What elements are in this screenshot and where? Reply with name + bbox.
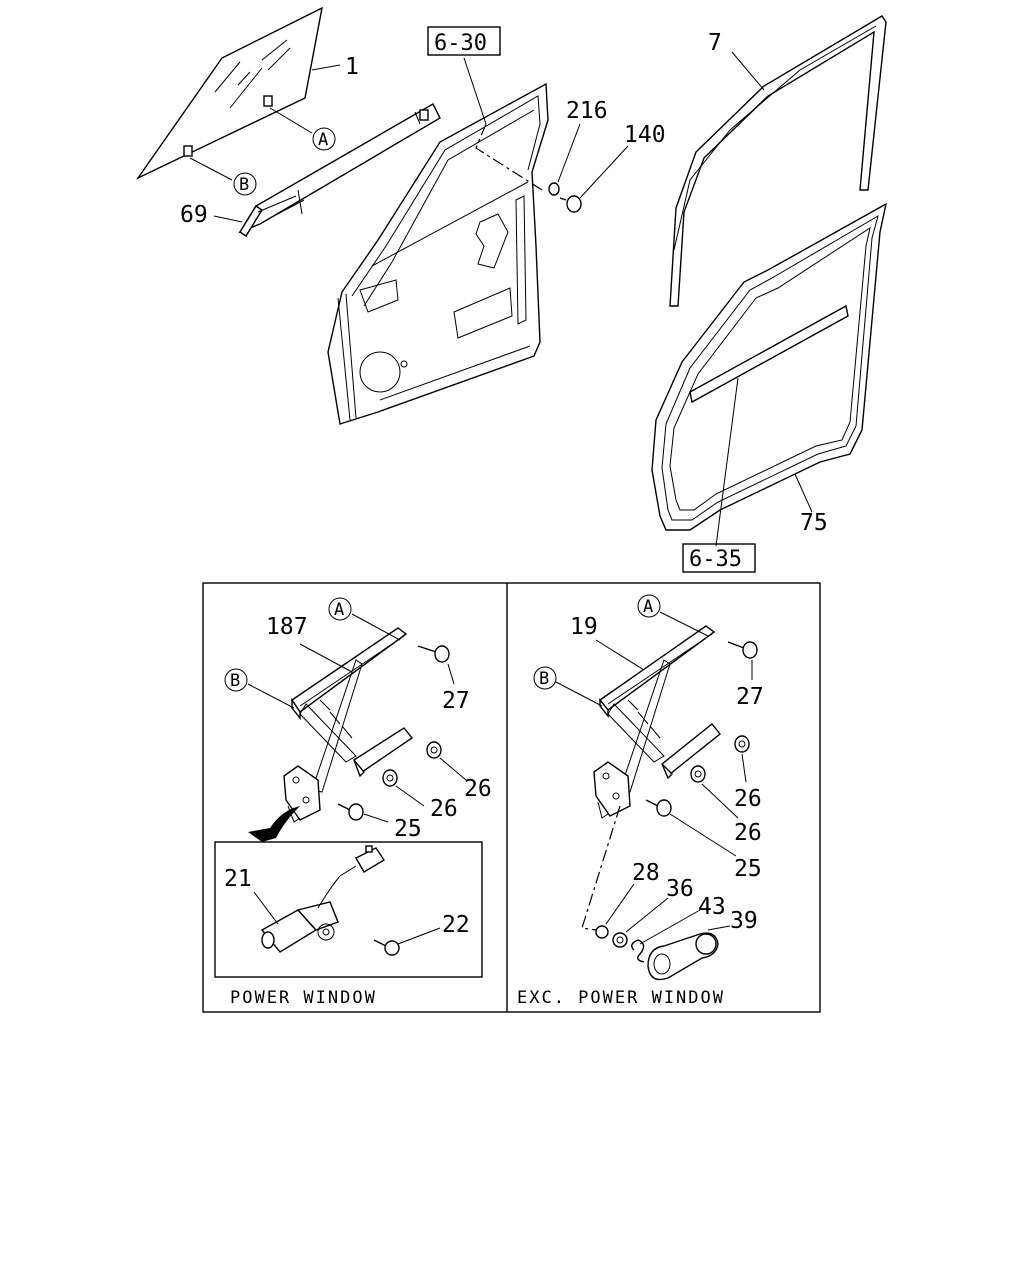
callout-washer-216: 216 bbox=[566, 98, 608, 124]
callout-pw-bolt-25: 25 bbox=[394, 816, 422, 842]
callout-mw-bolt-25: 25 bbox=[734, 856, 762, 882]
panel-label-power-window: POWER WINDOW bbox=[230, 988, 377, 1008]
run-channel bbox=[669, 15, 887, 307]
callout-mw-washer-28: 28 bbox=[632, 860, 660, 886]
marker-a-glass: A bbox=[318, 130, 328, 150]
pw-nut-26b bbox=[382, 769, 398, 787]
washer-216 bbox=[548, 182, 560, 196]
callout-mw-spacer-36: 36 bbox=[666, 876, 694, 902]
callout-pw-nut-26a: 26 bbox=[464, 776, 492, 802]
mw-nut-26b bbox=[690, 765, 706, 783]
callout-weatherstrip: 75 bbox=[800, 510, 828, 536]
callout-mw-regulator: 19 bbox=[570, 614, 598, 640]
callout-mw-handle-39: 39 bbox=[730, 908, 758, 934]
mw-bolt-27 bbox=[727, 641, 758, 659]
callout-run-channel: 7 bbox=[708, 30, 722, 56]
pw-bolt-27 bbox=[417, 645, 450, 663]
ref-door: 6-30 bbox=[434, 31, 487, 56]
panel-label-manual-window: EXC. POWER WINDOW bbox=[517, 988, 725, 1008]
mw-bolt-25 bbox=[645, 799, 672, 817]
pw-bolt-25 bbox=[337, 803, 364, 821]
callout-bolt-140: 140 bbox=[624, 122, 666, 148]
callout-mw-nut-26a: 26 bbox=[734, 786, 762, 812]
pw-motor bbox=[260, 845, 385, 953]
callout-mw-nut-26b: 26 bbox=[734, 820, 762, 846]
callout-sash: 69 bbox=[180, 202, 208, 228]
marker-b-glass: B bbox=[239, 175, 249, 195]
callout-pw-bolt-27: 27 bbox=[442, 688, 470, 714]
mw-spacer-36 bbox=[612, 932, 628, 948]
callout-glass: 1 bbox=[345, 54, 359, 80]
marker-b-pw: B bbox=[230, 671, 240, 691]
motor-inset-frame bbox=[214, 841, 483, 978]
mw-handle-39 bbox=[647, 932, 719, 981]
mw-clip-43 bbox=[631, 939, 645, 963]
manual-window-regulator bbox=[593, 625, 721, 819]
callout-mw-bolt-27: 27 bbox=[736, 684, 764, 710]
weatherstrip bbox=[651, 202, 888, 531]
callout-pw-screw-22: 22 bbox=[442, 912, 470, 938]
marker-a-pw: A bbox=[334, 600, 344, 620]
ref-weatherstrip: 6-35 bbox=[689, 547, 742, 572]
power-window-regulator bbox=[283, 627, 414, 823]
pw-screw-22 bbox=[373, 939, 400, 956]
marker-a-mw: A bbox=[643, 597, 653, 617]
door-shell bbox=[327, 82, 549, 425]
mw-washer-28 bbox=[595, 925, 609, 939]
inset-arrow bbox=[248, 806, 300, 842]
pw-nut-26a bbox=[426, 741, 442, 759]
callout-pw-regulator: 187 bbox=[266, 614, 308, 640]
glass-sash bbox=[238, 103, 441, 237]
marker-b-mw: B bbox=[539, 669, 549, 689]
callout-mw-clip-43: 43 bbox=[698, 894, 726, 920]
door-glass bbox=[135, 6, 323, 180]
mw-nut-26a bbox=[734, 735, 750, 753]
callout-pw-nut-26b: 26 bbox=[430, 796, 458, 822]
callout-pw-motor: 21 bbox=[224, 866, 252, 892]
bolt-140 bbox=[559, 195, 582, 213]
regulator-panel-frame bbox=[202, 582, 821, 1013]
